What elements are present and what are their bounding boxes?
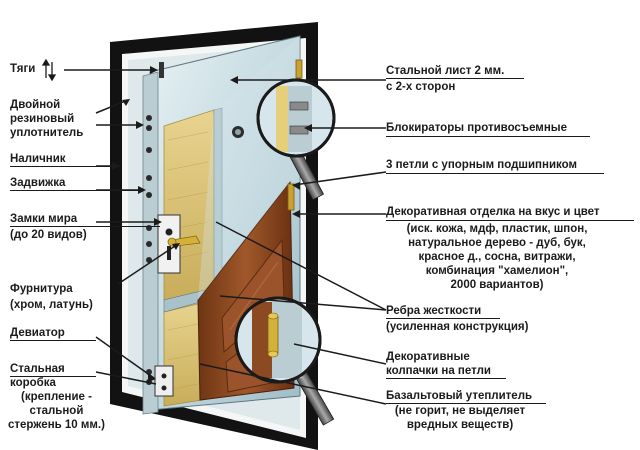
underline-basalt bbox=[386, 403, 546, 404]
label-double-seal: Двойной резиновый уплотнитель bbox=[10, 99, 84, 139]
up-down-arrows-icon bbox=[41, 58, 57, 82]
label-furnitura: Фурнитура bbox=[10, 283, 73, 295]
arrow-heads bbox=[112, 66, 312, 382]
label-decor-finish: Декоративная отделка на вкус и цвет bbox=[386, 206, 600, 218]
underline-deviator bbox=[10, 340, 96, 341]
underline-ribs bbox=[386, 318, 500, 319]
label-ribs: Ребра жесткости bbox=[386, 305, 482, 317]
label-basalt-note: (не горит, не выделяет вредных веществ) bbox=[394, 405, 526, 431]
label-steel-sheet: Стальной лист 2 мм. bbox=[386, 65, 505, 77]
underline-caps bbox=[386, 378, 506, 379]
label-ribs-note: (усиленная конструкция) bbox=[386, 321, 529, 333]
underline-steel-box bbox=[10, 376, 96, 377]
label-steel-box: Стальная коробка bbox=[10, 363, 65, 389]
label-furnitura-note: (хром, латунь) bbox=[10, 299, 93, 311]
label-zadvizhka: Задвижка bbox=[10, 177, 66, 189]
underline-steel-sheet bbox=[386, 78, 524, 79]
leader-lines bbox=[64, 69, 387, 405]
peephole-icon bbox=[232, 126, 244, 138]
label-blockers: Блокираторы противосъемные bbox=[386, 122, 567, 134]
deviator bbox=[154, 365, 174, 397]
label-deviator: Девиатор bbox=[10, 327, 65, 339]
underline-nalichnik bbox=[10, 166, 120, 167]
underline-locks bbox=[10, 226, 160, 227]
top-rod bbox=[159, 62, 164, 78]
underline-decor-finish bbox=[386, 220, 634, 221]
label-steel-sheet-note: с 2-х сторон bbox=[386, 81, 456, 93]
label-hinges: 3 петли с упорным подшипником bbox=[386, 159, 578, 171]
label-steel-box-note: (крепление - стальной стержень 10 мм.) bbox=[8, 391, 105, 431]
magnifier-hinge-caps bbox=[234, 296, 335, 426]
label-locks-note: (до 20 видов) bbox=[10, 229, 87, 241]
label-tyagi: Тяги bbox=[10, 63, 36, 75]
label-caps: Декоративные колпачки на петли bbox=[386, 351, 491, 377]
label-decor-finish-note: (иск. кожа, мдф, пластик, шпон, натураль… bbox=[406, 223, 588, 291]
underline-blockers bbox=[386, 136, 590, 137]
label-locks: Замки мира bbox=[10, 213, 78, 225]
label-basalt: Базальтовый утеплитель bbox=[386, 390, 533, 402]
underline-zadvizhka bbox=[10, 190, 144, 191]
underline-hinges bbox=[386, 173, 604, 174]
label-nalichnik: Наличник bbox=[10, 153, 66, 165]
